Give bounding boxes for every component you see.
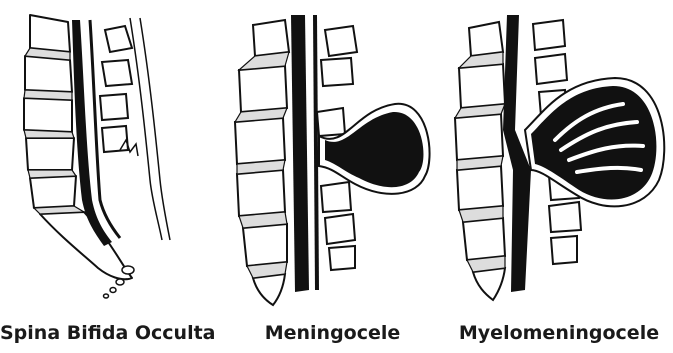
vertebral-body — [26, 138, 74, 170]
caption-spina-bifida-occulta: Spina Bifida Occulta — [0, 318, 210, 348]
spine-sagittal-section — [445, 0, 673, 310]
caption-meningocele: Meningocele — [225, 318, 440, 348]
spinous-process — [102, 126, 128, 152]
spina-bifida-occulta-illustration — [0, 0, 215, 310]
vertebral-body — [25, 56, 72, 92]
vertebral-body — [24, 98, 72, 132]
caption-myelomeningocele: Myelomeningocele — [445, 318, 673, 348]
spinous-process — [100, 94, 128, 120]
spinous-process — [105, 26, 132, 52]
sacrum — [40, 212, 132, 279]
spine-sagittal-section — [0, 0, 215, 310]
spine-sagittal-section — [225, 0, 440, 310]
vertebral-body — [30, 15, 70, 52]
meningocele-illustration — [225, 0, 440, 310]
myelomeningocele-illustration — [445, 0, 673, 310]
spinous-process — [102, 60, 132, 86]
vertebral-body — [30, 176, 76, 208]
